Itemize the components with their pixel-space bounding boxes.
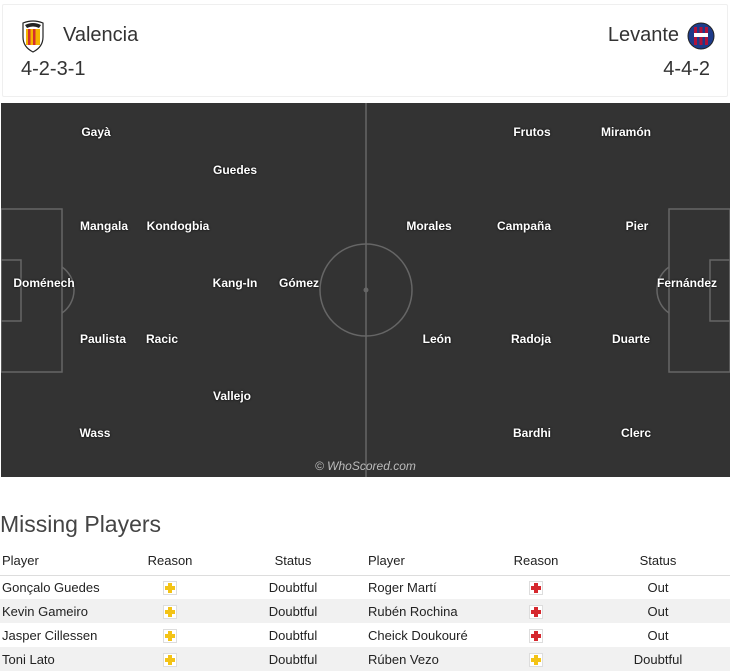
home-missing-player[interactable]: Kevin Gameiro <box>0 599 120 623</box>
doubtful-icon[interactable] <box>163 604 177 619</box>
away-missing-player[interactable]: Rubén Rochina <box>366 599 486 623</box>
away-missing-player[interactable]: Roger Martí <box>368 579 437 595</box>
doubtful-icon[interactable] <box>163 628 177 643</box>
player-racic[interactable]: Racic <box>145 332 179 346</box>
player-clerc[interactable]: Clerc <box>620 426 652 440</box>
player-kang-in[interactable]: Kang-In <box>212 276 258 290</box>
away-team-name[interactable]: Levante <box>607 24 679 46</box>
player-morales[interactable]: Morales <box>406 219 452 233</box>
levante-crest-icon[interactable] <box>687 19 715 53</box>
header-away-status: Status <box>586 547 730 576</box>
table-row: Gonçalo Guedes Doubtful Roger Martí Out <box>0 575 730 599</box>
player-guedes[interactable]: Guedes <box>212 163 258 177</box>
home-missing-status: Doubtful <box>268 579 318 595</box>
missing-players-table: Player Reason Status Player Reason Statu… <box>0 547 730 671</box>
header-away-reason: Reason <box>486 547 586 576</box>
header-home-reason: Reason <box>120 547 220 576</box>
injury-icon[interactable] <box>529 581 543 596</box>
table-header-row: Player Reason Status Player Reason Statu… <box>0 547 730 576</box>
away-missing-status: Out <box>647 579 669 595</box>
header-home-player: Player <box>0 547 120 576</box>
pitch: Gayà Guedes Mangala Kondogbia Doménech K… <box>1 103 730 477</box>
player-leon[interactable]: León <box>422 332 452 346</box>
away-missing-status: Doubtful <box>586 647 730 671</box>
home-team-name[interactable]: Valencia <box>63 24 139 46</box>
player-kondogbia[interactable]: Kondogbia <box>146 219 210 233</box>
player-radoja[interactable]: Radoja <box>510 332 552 346</box>
player-bardhi[interactable]: Bardhi <box>512 426 552 440</box>
whoscored-credit: © WhoScored.com <box>315 459 416 473</box>
doubtful-icon[interactable] <box>163 652 177 667</box>
player-frutos[interactable]: Frutos <box>513 125 551 139</box>
injury-icon[interactable] <box>529 628 543 643</box>
header-home-status: Status <box>220 547 366 576</box>
away-formation: 4-4-2 <box>663 58 710 80</box>
player-gaya[interactable]: Gayà <box>81 125 111 139</box>
home-formation: 4-2-3-1 <box>21 58 86 80</box>
player-wass[interactable]: Wass <box>79 426 111 440</box>
away-missing-status: Out <box>647 627 669 643</box>
player-pier[interactable]: Pier <box>625 219 649 233</box>
away-missing-player[interactable]: Rúben Vezo <box>366 647 486 671</box>
home-missing-status: Doubtful <box>268 627 318 643</box>
player-fernandez[interactable]: Fernández <box>656 276 718 290</box>
header-away-player: Player <box>366 547 486 576</box>
pitch-markings <box>1 103 730 477</box>
table-row: Jasper Cillessen Doubtful Cheick Doukour… <box>0 623 730 647</box>
player-mangala[interactable]: Mangala <box>79 219 129 233</box>
away-missing-player[interactable]: Cheick Doukouré <box>368 627 468 643</box>
table-row: Kevin Gameiro Doubtful Rubén Rochina Out <box>0 599 730 623</box>
player-miramon[interactable]: Miramón <box>600 125 652 139</box>
player-gomez[interactable]: Gómez <box>278 276 320 290</box>
table-row: Toni Lato Doubtful Rúben Vezo Doubtful <box>0 647 730 671</box>
match-header: Valencia 4-2-3-1 Levante 4-4-2 <box>2 4 728 97</box>
player-vallejo[interactable]: Vallejo <box>212 389 252 403</box>
valencia-crest-icon[interactable] <box>19 19 47 53</box>
doubtful-icon[interactable] <box>529 652 543 667</box>
home-missing-player[interactable]: Gonçalo Guedes <box>2 579 100 595</box>
away-missing-status: Out <box>586 599 730 623</box>
player-domenech[interactable]: Doménech <box>13 276 75 290</box>
player-campana[interactable]: Campaña <box>496 219 552 233</box>
doubtful-icon[interactable] <box>163 581 177 596</box>
home-missing-player[interactable]: Jasper Cillessen <box>2 627 98 643</box>
player-duarte[interactable]: Duarte <box>611 332 651 346</box>
home-missing-player[interactable]: Toni Lato <box>0 647 120 671</box>
home-missing-status: Doubtful <box>220 647 366 671</box>
missing-players-title: Missing Players <box>0 511 162 537</box>
home-missing-status: Doubtful <box>220 599 366 623</box>
injury-icon[interactable] <box>529 604 543 619</box>
player-paulista[interactable]: Paulista <box>79 332 127 346</box>
